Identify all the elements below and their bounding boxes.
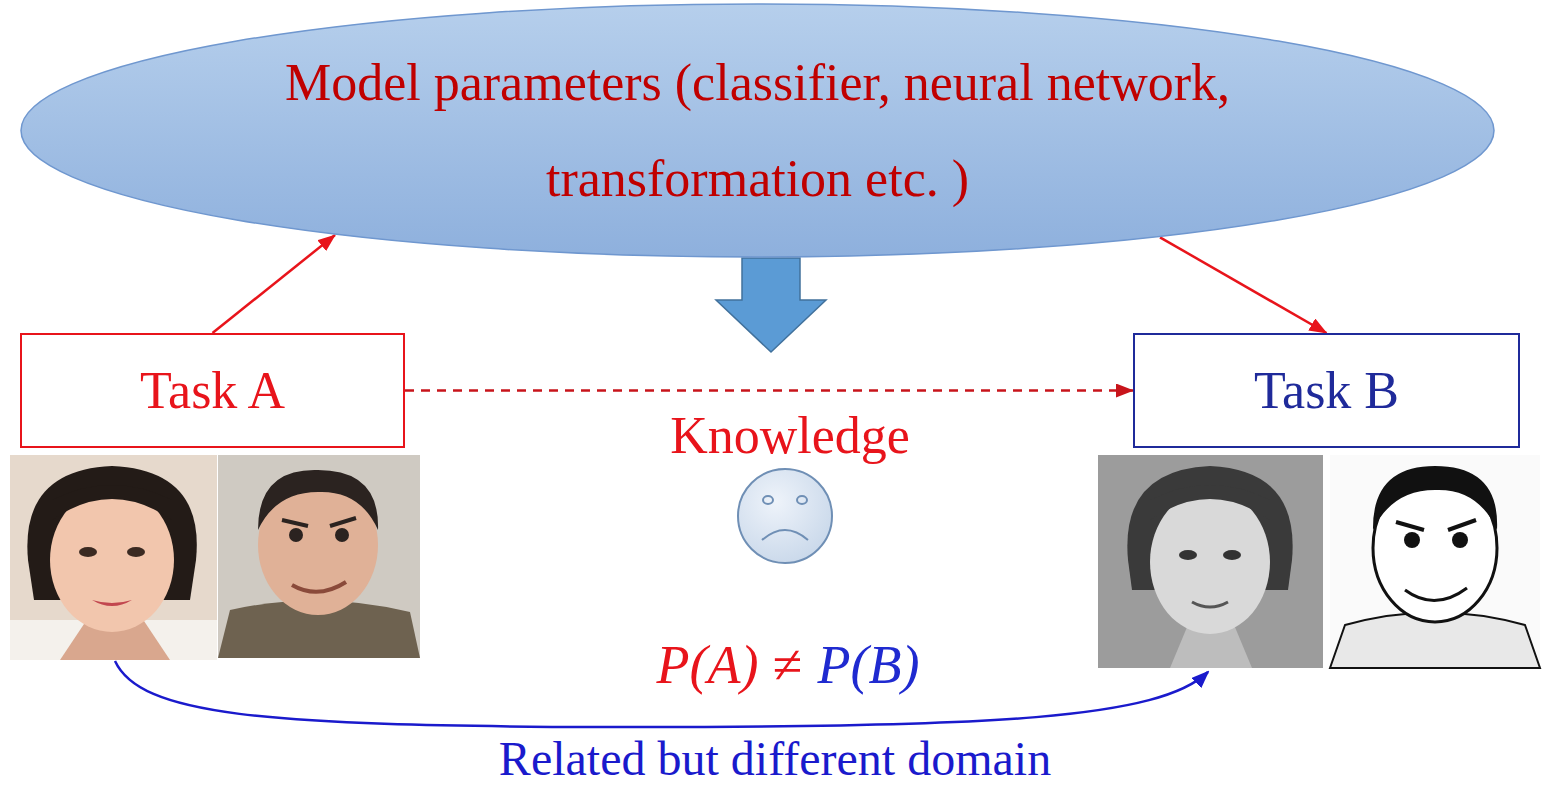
photo-eye (1452, 532, 1468, 548)
knowledge-label: Knowledge (670, 408, 910, 464)
photo-mouth (1192, 602, 1228, 607)
probability-term: P(A) ≠ (656, 636, 801, 694)
node-text: Model parameters (classifier, neural net… (253, 35, 1263, 227)
photo-brow (1396, 520, 1476, 530)
photo-eye (289, 528, 303, 542)
photo-ground (10, 455, 217, 660)
face-mouth (762, 530, 808, 540)
photo-fringe (52, 485, 172, 520)
face-photo (218, 455, 420, 658)
task-box: Task B (1133, 333, 1520, 448)
photo-hair (1373, 466, 1497, 530)
ellipse-shape (21, 4, 1494, 257)
task-box: Task A (20, 333, 405, 448)
model-ellipse: Model parameters (classifier, neural net… (20, 3, 1495, 258)
probability-row: P(A) ≠ P(B) (656, 636, 919, 694)
domain-caption: Related but different domain (499, 733, 1051, 785)
photo-mouth (292, 582, 346, 592)
photo-eye (1179, 550, 1197, 560)
photo-eye (79, 547, 97, 557)
connector (213, 235, 336, 333)
photo-lips (92, 600, 132, 606)
face-circle (738, 469, 832, 563)
photo-brow (282, 518, 356, 526)
connector (405, 389, 1133, 392)
probability-term: P(B) (818, 636, 920, 694)
node-text: Task B (1254, 361, 1399, 421)
connector (1160, 237, 1327, 333)
face-eye (797, 496, 807, 504)
node-text: Task A (140, 361, 285, 421)
down-block-arrow (716, 258, 826, 352)
face-sketch (1098, 455, 1323, 668)
photo-hair (258, 470, 378, 530)
sad-face (738, 469, 832, 563)
photo-eye (127, 547, 145, 557)
photo-eye (1223, 550, 1241, 560)
photo-eye (335, 528, 349, 542)
photo-ground (1098, 455, 1323, 668)
photo-mouth (1405, 588, 1467, 601)
photo-skin (1150, 490, 1270, 634)
face-sketch (1330, 455, 1540, 668)
face-photo (10, 455, 217, 660)
photo-fringe (1150, 485, 1270, 520)
ellipse-outline (20, 3, 1495, 258)
photo-ground (1330, 455, 1540, 668)
face-eye (763, 496, 773, 504)
photo-eye (1404, 532, 1420, 548)
photo-ground (218, 455, 420, 658)
